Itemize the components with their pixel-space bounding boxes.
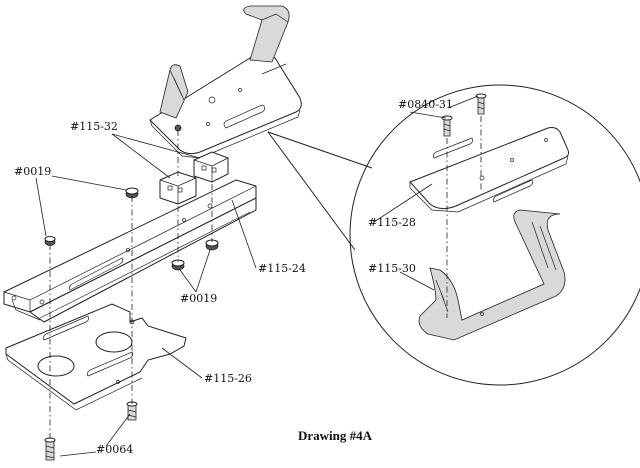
leader-nut-lower-a (179, 269, 197, 293)
leader-nut-left (35, 177, 47, 237)
detail-screw-right (477, 95, 485, 115)
leader-screw-left (59, 451, 97, 457)
detail-circle (349, 84, 640, 386)
base-plate-outline (5, 303, 187, 405)
detail-pointer-upper (267, 131, 373, 169)
label-detail-screw: #0840-31 (398, 98, 453, 111)
top-plate-slot (223, 104, 266, 129)
leader-nut-upper (51, 175, 127, 191)
detail-screw-left (443, 117, 451, 137)
leader-detail-plate (373, 183, 433, 223)
leader-nut-lower-b (195, 249, 211, 293)
mounting-blocks (159, 151, 229, 205)
drawing-title: Drawing #4A (298, 428, 373, 443)
base-plate (5, 303, 187, 411)
label-base-plate: #115-26 (204, 372, 252, 385)
rail-side-wall (29, 197, 257, 323)
assembly-centerlines (49, 130, 213, 440)
leader-screw-right (105, 413, 131, 447)
rail-channel (3, 179, 257, 323)
top-strap-loop (243, 5, 290, 63)
leader-top-block-a (111, 133, 171, 179)
detail-parts (409, 93, 569, 341)
detail-strap (418, 209, 566, 341)
block-right (193, 151, 229, 183)
label-detail-plate: #115-28 (368, 216, 416, 229)
leader-detail-screw-b (447, 95, 479, 109)
leader-lines (35, 95, 479, 457)
leader-top-block-b (111, 133, 201, 159)
top-strap-side (159, 64, 189, 119)
base-plate-hole-right (95, 331, 133, 353)
leader-rail (231, 199, 257, 269)
leader-detail-screw-a (409, 111, 447, 119)
rail-slot (68, 257, 124, 291)
label-rail: #115-24 (258, 262, 306, 275)
label-screw-bottom: #0064 (96, 443, 133, 456)
label-nut-right: #0019 (180, 292, 217, 305)
callouts: #115-32 #0019 #0019 #115-24 #115-26 #006… (14, 98, 453, 456)
screws-bottom (44, 401, 138, 461)
label-nut-left: #0019 (14, 165, 51, 178)
base-plate-hole-left (37, 355, 75, 377)
label-detail-strap: #115-30 (368, 262, 416, 275)
detail-view (267, 84, 640, 386)
detail-pointer-lower (267, 131, 356, 251)
leader-base-plate (161, 347, 203, 379)
detail-plate (409, 127, 569, 210)
strap-assembly-top (149, 5, 302, 159)
label-top-block: #115-32 (70, 120, 118, 133)
leader-detail-strap (399, 271, 435, 291)
top-plate-hole (208, 96, 216, 104)
